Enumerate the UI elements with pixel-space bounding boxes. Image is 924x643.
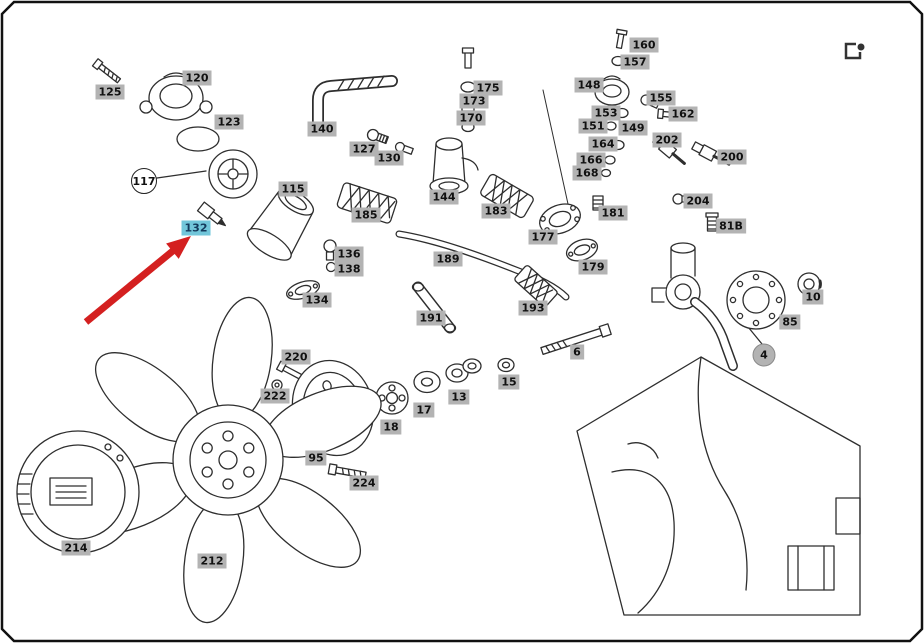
junction-144-drawing: [429, 137, 479, 195]
hose-185-drawing: [336, 182, 398, 224]
plug-81B-drawing: [705, 212, 719, 232]
gasket-179-drawing: [565, 238, 599, 262]
hose-140-drawing: [312, 75, 398, 136]
housing-115-drawing: [246, 188, 315, 261]
plug-127-drawing: [366, 128, 389, 145]
ring-168-drawing: [600, 168, 612, 178]
gasket-134-drawing: [285, 280, 321, 300]
flange-177-drawing: [539, 203, 581, 235]
fan-clutch-drawing: [16, 430, 140, 554]
plug-170-drawing: [461, 98, 475, 116]
o-ring-123-drawing: [176, 126, 220, 152]
fitting-136-drawing: [323, 239, 337, 261]
washer-222-drawing: [271, 379, 283, 391]
ring-164-drawing: [611, 139, 625, 151]
thermostat-cover-drawing: [139, 72, 213, 121]
hose-183-drawing: [480, 173, 534, 219]
temp-sensor-132-drawing: [196, 201, 226, 227]
plug-181-drawing: [592, 195, 604, 211]
sensor-202-drawing: [652, 135, 686, 165]
bolt-162-drawing: [656, 108, 682, 120]
engine-block-drawing: [576, 356, 861, 616]
cap-148-drawing: [594, 75, 630, 106]
fitting-155-drawing: [640, 94, 660, 109]
ring-173-drawing: [460, 81, 476, 93]
ring-157-drawing: [611, 55, 625, 67]
ring-153-drawing: [615, 107, 629, 119]
pipe-191-drawing: [411, 281, 457, 334]
pointer-arrow: [83, 236, 191, 325]
plug-130-drawing: [394, 141, 414, 155]
ring-166-drawing: [604, 155, 616, 165]
camera-logo-icon: [844, 42, 865, 60]
thermostat-drawing: [208, 149, 258, 199]
ring-151-drawing: [605, 121, 617, 131]
washer-13-drawing: [445, 363, 469, 383]
flange-85-drawing: [726, 270, 786, 330]
washer-17-drawing: [413, 370, 441, 394]
seal-10-drawing: [797, 272, 822, 296]
bolt-224-drawing: [327, 463, 367, 479]
washer-15-drawing: [497, 357, 515, 373]
ring-138-drawing: [325, 261, 337, 273]
ring-149-drawing: [635, 122, 647, 132]
bolt-6-drawing: [540, 323, 612, 355]
bolt-175-drawing: [461, 47, 475, 69]
water-pump-drawing: [651, 242, 738, 371]
bolt-125-drawing: [91, 58, 122, 84]
bolt-160-drawing: [615, 28, 628, 49]
hose-193-drawing: [514, 265, 558, 307]
plug-204-drawing: [672, 193, 691, 205]
sensor-200-drawing: [691, 141, 731, 166]
